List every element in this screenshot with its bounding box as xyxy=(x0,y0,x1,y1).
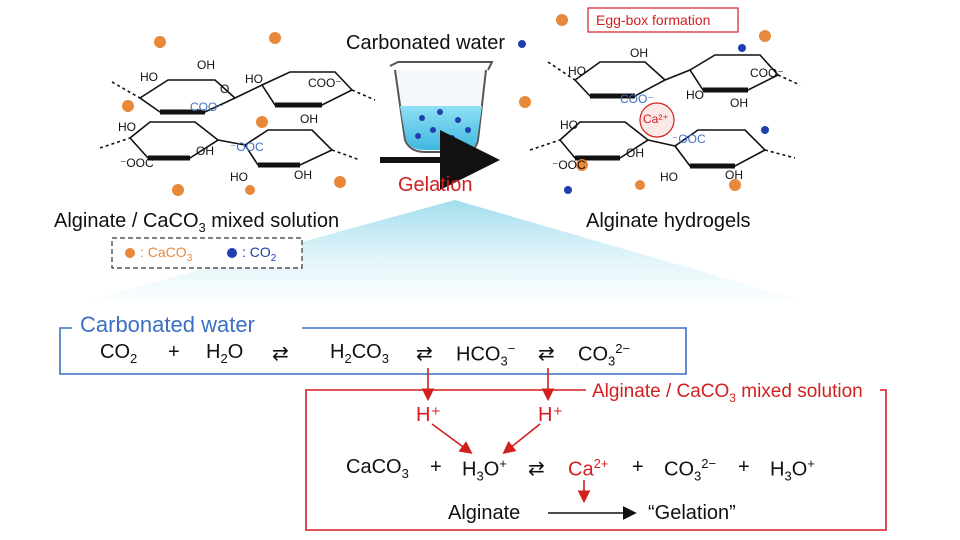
eq2-co3: CO32− xyxy=(664,456,717,484)
eq1-arrow1: ⇄ xyxy=(272,343,289,365)
ring-label: OH xyxy=(300,112,318,126)
right-caco3-particles xyxy=(519,14,771,191)
eq1-h2o: H2O xyxy=(206,341,244,366)
water-box-title: Carbonated water xyxy=(80,312,255,337)
eq2-plus3: + xyxy=(738,456,750,478)
ring-label: COO⁻ xyxy=(620,92,654,106)
eq1-co3: CO32− xyxy=(578,341,631,369)
ring-label: ⁻OOC xyxy=(120,156,154,170)
eq2-h3o: H3O+ xyxy=(462,456,507,484)
ring-label: OH xyxy=(294,168,312,182)
ring-label: COO⁻ xyxy=(308,76,342,90)
eq1-h2co3: H2CO3 xyxy=(330,341,389,366)
water-co2-particle xyxy=(518,40,526,48)
h-plus-left: H⁺ xyxy=(416,404,441,426)
ring-label: O xyxy=(220,82,230,96)
ring-label: ⁻OOC xyxy=(672,132,706,146)
eq3-gelation: “Gelation” xyxy=(648,502,736,524)
left-caco3-particles xyxy=(122,32,346,196)
left-caption: Alginate / CaCO3 mixed solution xyxy=(54,210,340,235)
legend-box xyxy=(111,237,303,269)
ring-label: HO xyxy=(230,170,248,184)
gelation-label: Gelation xyxy=(398,174,473,196)
ring-label: HO xyxy=(686,88,704,102)
ring-label: HO xyxy=(568,64,586,78)
ca-bubble-circle xyxy=(639,102,675,138)
water-box-border xyxy=(59,327,687,375)
legend-co2: : CO2 xyxy=(242,244,277,264)
ring-label: OH xyxy=(725,168,743,182)
eq1-arrow2: ⇄ xyxy=(416,343,433,365)
eggbox-label: Egg-box formation xyxy=(596,12,711,28)
ca-bubble-label: Ca²⁺ xyxy=(643,112,669,126)
ring-label: HO xyxy=(245,72,263,86)
eq1-hco3: HCO3− xyxy=(456,341,516,369)
eq2-plus2: + xyxy=(632,456,644,478)
eq2-h3o2: H3O+ xyxy=(770,456,815,484)
right-alginate-chains xyxy=(529,54,801,169)
eq2-arrow: ⇄ xyxy=(528,458,545,480)
eq1-arrow3: ⇄ xyxy=(538,343,555,365)
eq1-co2: CO2 xyxy=(100,341,138,366)
legend-caco3: : CaCO3 xyxy=(140,244,193,264)
eq3-alginate: Alginate xyxy=(448,502,521,524)
ring-label: OH xyxy=(196,144,214,158)
mix-box-title: Alginate / CaCO3 mixed solution xyxy=(592,381,863,405)
ring-label: OH xyxy=(730,96,748,110)
eq1-plus: + xyxy=(168,341,180,363)
water-label: Carbonated water xyxy=(346,32,505,54)
right-co2-particles xyxy=(564,44,769,194)
ring-label: ⁻OOC xyxy=(552,158,586,172)
ring-label: COO⁻ xyxy=(190,100,224,114)
beaker xyxy=(389,61,494,153)
ring-label: OH xyxy=(197,58,215,72)
h-plus-right: H⁺ xyxy=(538,404,563,426)
ring-label: OH xyxy=(630,46,648,60)
eq2-plus1: + xyxy=(430,456,442,478)
mix-box-border xyxy=(305,389,887,531)
eq2-caco3: CaCO3 xyxy=(346,456,409,481)
ring-label: ⁻OOC xyxy=(230,140,264,154)
eggbox-box xyxy=(587,7,739,33)
ring-label: HO xyxy=(118,120,136,134)
right-caption: Alginate hydrogels xyxy=(586,210,751,232)
ring-label: HO xyxy=(560,118,578,132)
light-beam xyxy=(90,200,800,300)
left-alginate-chains xyxy=(99,71,376,168)
ring-label: COO⁻ xyxy=(750,66,784,80)
ring-label: HO xyxy=(140,70,158,84)
eq2-ca: Ca2+ xyxy=(568,456,609,481)
ring-label: OH xyxy=(626,146,644,160)
ring-label: HO xyxy=(660,170,678,184)
